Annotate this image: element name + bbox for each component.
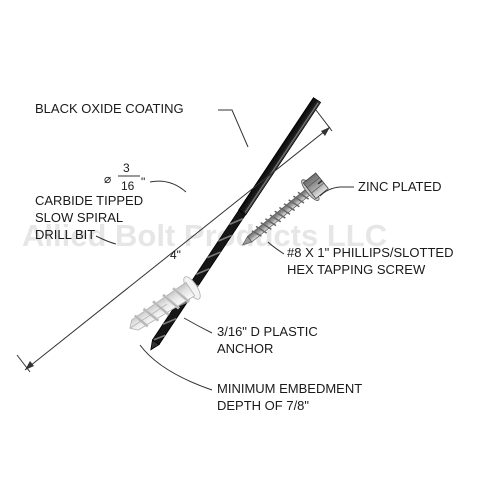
black-oxide-coating-label: BLACK OXIDE COATING	[35, 101, 184, 116]
anchor-label-line2: ANCHOR	[217, 341, 273, 356]
diameter-unit: "	[141, 175, 145, 189]
drill-bit-label-line3: DRILL BIT	[35, 227, 95, 242]
zinc-leader	[319, 186, 354, 197]
plastic-anchor-illustration	[129, 276, 201, 331]
length-label: 4"	[170, 248, 181, 262]
zinc-plated-label: ZINC PLATED	[358, 179, 442, 194]
diameter-numerator: 3	[123, 161, 130, 175]
drill-bit-label-line1: CARBIDE TIPPED	[35, 193, 143, 208]
diameter-denominator: 16	[121, 179, 135, 193]
coating-leader	[218, 109, 249, 148]
drill-bit-illustration	[150, 97, 322, 351]
embedment-label-line2: DEPTH OF 7/8"	[217, 398, 309, 413]
anchor-label-line1: 3/16" D PLASTIC	[217, 324, 318, 339]
drill-bit-label-line2: SLOW SPIRAL	[35, 210, 123, 225]
embedment-leader	[139, 344, 213, 391]
diameter-symbol: ⌀	[104, 172, 111, 186]
diameter-dimension: ⌀ 3 16 "	[104, 161, 187, 193]
drill-bit-leader	[95, 235, 117, 245]
screw-label-line1: #8 X 1" PHILLIPS/SLOTTED	[287, 245, 453, 260]
embedment-label-line1: MINIMUM EMBEDMENT	[217, 381, 362, 396]
length-dimension	[16, 109, 333, 373]
screw-leader	[267, 241, 285, 255]
watermark-text: Allied Bolt Products LLC	[22, 218, 387, 253]
screw-label-line2: HEX TAPPING SCREW	[287, 262, 426, 277]
anchor-leader	[183, 317, 213, 334]
